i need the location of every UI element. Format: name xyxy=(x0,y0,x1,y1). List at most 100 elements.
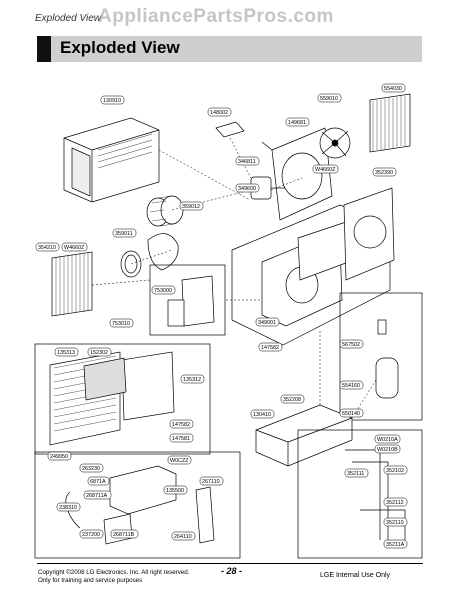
label-359012: 359012 xyxy=(179,201,204,211)
svg-text:149681: 149681 xyxy=(288,120,306,126)
svg-text:352390: 352390 xyxy=(375,170,393,176)
svg-text:W4660Z: W4660Z xyxy=(64,245,85,251)
svg-text:559010: 559010 xyxy=(320,96,338,102)
label-W0210B: W0210B xyxy=(374,444,401,454)
svg-text:264110: 264110 xyxy=(174,534,192,540)
svg-text:135312: 135312 xyxy=(183,377,201,383)
label-268711B: 268711B xyxy=(110,529,139,539)
label-6871A: 6871A xyxy=(87,476,110,486)
label-238310: 238310 xyxy=(56,502,81,512)
label-264110: 264110 xyxy=(171,531,196,541)
svg-text:237200: 237200 xyxy=(82,532,100,538)
electrical-frame xyxy=(34,451,241,559)
label-352111: 352111 xyxy=(344,468,369,478)
svg-text:349001: 349001 xyxy=(258,320,276,326)
label-349001: 349001 xyxy=(255,317,280,327)
svg-text:130410: 130410 xyxy=(253,412,271,418)
footer-rule xyxy=(37,563,423,564)
label-352112: 352112 xyxy=(383,497,408,507)
control-box-frame xyxy=(149,264,226,336)
svg-text:268711B: 268711B xyxy=(113,532,135,538)
label-352390: 352390 xyxy=(372,167,397,177)
rear-grille-drawing xyxy=(343,187,395,281)
svg-text:354210: 354210 xyxy=(38,245,56,251)
label-35211A: 35211A xyxy=(383,539,408,549)
label-359011: 359011 xyxy=(112,228,137,238)
svg-text:352102: 352102 xyxy=(386,468,404,474)
svg-text:567502: 567502 xyxy=(342,342,360,348)
svg-text:268711A: 268711A xyxy=(86,493,108,499)
label-554030: 554030 xyxy=(381,83,406,93)
label-130410: 130410 xyxy=(250,409,275,419)
bracket-drawing xyxy=(215,121,245,138)
svg-text:554030: 554030 xyxy=(384,86,402,92)
label-249950: 249950 xyxy=(47,451,72,461)
cabinet-drawing xyxy=(63,117,160,203)
svg-text:352110: 352110 xyxy=(386,520,404,526)
svg-text:359012: 359012 xyxy=(182,204,200,210)
footer-copyright: Copyright ©2008 LG Electronics. Inc. All… xyxy=(38,569,189,585)
partition-frame xyxy=(231,204,391,346)
label-147582-b: 147582 xyxy=(169,419,194,429)
svg-text:135500: 135500 xyxy=(166,488,184,494)
label-268711A: 268711A xyxy=(83,490,112,500)
label-W4660Z-2: W4660Z xyxy=(61,242,88,252)
label-753010: 753010 xyxy=(109,318,134,328)
label-554160: 554160 xyxy=(339,380,364,390)
label-130910: 130910 xyxy=(100,95,125,105)
label-W0CZZ: W0CZZ xyxy=(167,455,192,465)
svg-text:147581: 147581 xyxy=(172,436,190,442)
svg-text:753000: 753000 xyxy=(154,288,172,294)
svg-text:W0CZZ: W0CZZ xyxy=(170,458,189,464)
svg-text:152302: 152302 xyxy=(90,350,108,356)
part-labels: 130910 148002 149681 559010 554030 34681… xyxy=(35,83,408,549)
svg-text:263230: 263230 xyxy=(82,466,100,472)
label-147582: 147582 xyxy=(258,342,283,352)
label-135312: 135312 xyxy=(180,374,205,384)
svg-text:135313: 135313 xyxy=(57,350,75,356)
label-567502: 567502 xyxy=(339,339,364,349)
label-135500: 135500 xyxy=(163,485,188,495)
svg-text:346811: 346811 xyxy=(238,159,256,165)
svg-text:35211A: 35211A xyxy=(386,542,405,548)
label-135313: 135313 xyxy=(54,347,79,357)
label-152302: 152302 xyxy=(87,347,112,357)
svg-text:6871A: 6871A xyxy=(90,479,106,485)
svg-text:550140: 550140 xyxy=(342,411,360,417)
watermark: AppliancePartsPros.com xyxy=(98,6,334,27)
label-W4660Z: W4660Z xyxy=(312,164,339,174)
label-W0210A: W0210A xyxy=(374,434,401,444)
evaporator-drawing xyxy=(51,251,93,317)
front-grille-frame xyxy=(34,343,211,455)
svg-text:147582: 147582 xyxy=(261,345,279,351)
label-753000: 753000 xyxy=(151,285,176,295)
label-352110: 352110 xyxy=(383,517,408,527)
svg-text:W4660Z: W4660Z xyxy=(315,167,336,173)
svg-text:249950: 249950 xyxy=(50,454,68,460)
label-352208: 352208 xyxy=(280,394,305,404)
label-550140: 550140 xyxy=(339,408,364,418)
svg-text:352208: 352208 xyxy=(283,397,301,403)
label-237200: 237200 xyxy=(79,529,104,539)
label-354210: 354210 xyxy=(35,242,60,252)
title-banner xyxy=(37,36,422,62)
label-267110: 267110 xyxy=(199,476,224,486)
scroll-housing-drawing xyxy=(147,233,179,271)
label-559010: 559010 xyxy=(317,93,342,103)
blower-wheel-drawing xyxy=(146,195,184,227)
page-title: Exploded View xyxy=(60,38,180,57)
label-148002: 148002 xyxy=(207,107,232,117)
label-147581: 147581 xyxy=(169,433,194,443)
shroud-drawing xyxy=(261,127,333,221)
svg-text:349600: 349600 xyxy=(238,186,256,192)
page-number: - 28 - xyxy=(221,566,243,576)
copyright-line-2: Only for training and service purposes xyxy=(38,577,143,584)
internal-use-note: LGE Internal Use Only xyxy=(320,572,391,579)
svg-text:352112: 352112 xyxy=(386,500,404,506)
propeller-fan-drawing xyxy=(319,127,351,159)
svg-text:147582: 147582 xyxy=(172,422,190,428)
label-149681: 149681 xyxy=(285,117,310,127)
label-352102: 352102 xyxy=(383,465,408,475)
